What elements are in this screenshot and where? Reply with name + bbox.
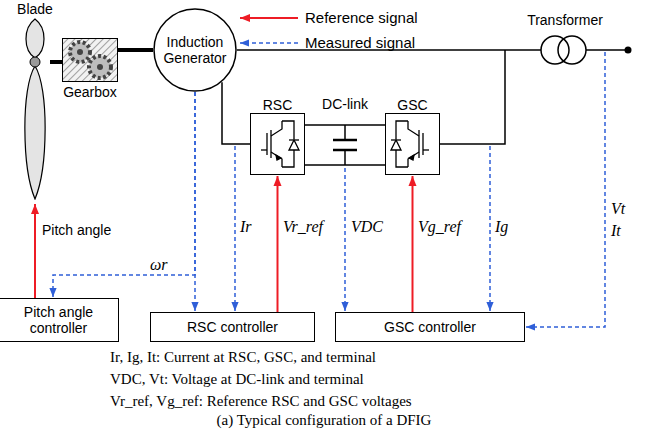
signal-label: Pitch angle	[42, 222, 111, 238]
gsc-wire	[440, 50, 505, 144]
transformer-winding	[541, 36, 569, 64]
blade: Blade	[20, 18, 50, 200]
legend-sample-line	[240, 17, 298, 19]
shaft	[50, 60, 62, 64]
signal-label: Vt	[611, 200, 625, 218]
rotor-wire	[222, 82, 250, 144]
gearbox: Gearbox	[62, 38, 118, 82]
capacitor-lead	[344, 150, 346, 165]
note: VDC, Vt: Voltage at DC-link and terminal	[110, 371, 364, 388]
part-label: Blade	[17, 1, 53, 17]
part-label: RSC	[263, 97, 293, 113]
node-text: Induction Generator	[157, 34, 233, 66]
caption: (a) Typical configuration of a DFIG	[217, 412, 432, 429]
measured-signal-arrow	[53, 92, 195, 297]
shaft	[118, 48, 153, 52]
blade-leaf	[26, 19, 44, 58]
igbt-symbol	[391, 121, 429, 167]
legend-text: Reference signal	[305, 9, 418, 26]
node-text: RSC controller	[187, 319, 278, 335]
controller-box: RSC controller	[150, 312, 315, 342]
signal-label: It	[611, 222, 621, 240]
blade-hub	[30, 57, 40, 67]
controller-box: Pitch angle controller	[0, 298, 119, 342]
note: Ir, Ig, It: Current at RSC, GSC, and ter…	[110, 349, 376, 366]
legend-text: Measured signal	[305, 34, 415, 51]
reference-signal-arrow	[34, 204, 36, 298]
signal-label: Ig	[495, 218, 508, 236]
gear	[89, 56, 111, 78]
part-label: Gearbox	[63, 84, 117, 100]
note: Vr_ref, Vg_ref: Reference RSC and GSC vo…	[110, 393, 412, 410]
legend-item: Reference signal	[305, 9, 418, 26]
part-label: DC-link	[322, 96, 368, 112]
generator-circle	[154, 9, 236, 91]
legend-sample-line	[240, 42, 298, 44]
measured-signal-line	[344, 168, 346, 311]
controller-box: GSC controller	[335, 312, 525, 342]
legend-item: Measured signal	[305, 34, 415, 51]
part-label: Transformer	[527, 12, 603, 28]
node-text: GSC controller	[384, 319, 476, 335]
converter-box: RSC	[250, 113, 305, 175]
reference-signal-arrow	[412, 176, 414, 312]
blade-leaf	[25, 66, 45, 199]
generator-circle: Induction Generator	[153, 8, 237, 92]
signal-label: Vg_ref	[418, 218, 461, 236]
grid-terminal	[625, 47, 632, 54]
measured-signal-line	[489, 146, 491, 311]
signal-label: VDC	[351, 218, 383, 236]
signal-label: Ir	[240, 218, 252, 236]
measured-signal-arrow	[194, 92, 196, 311]
gear	[70, 42, 90, 62]
capacitor-plate	[333, 139, 357, 142]
measured-signal-line	[234, 146, 236, 311]
gear-axle	[77, 49, 83, 55]
measured-signal-line	[526, 52, 605, 327]
transformer-winding	[558, 36, 586, 64]
converter-box: GSC	[385, 113, 440, 175]
capacitor-lead	[344, 125, 346, 140]
signal-label: ωr	[150, 256, 168, 274]
grid-line	[586, 49, 625, 51]
gear-axle	[97, 64, 103, 70]
node-text: Pitch angle controller	[0, 304, 118, 336]
gearbox-hatch	[62, 38, 118, 82]
reference-signal-arrow	[277, 176, 279, 312]
signal-label: Vr_ref	[283, 218, 323, 236]
blade-outline	[20, 18, 50, 200]
part-label: GSC	[397, 97, 427, 113]
igbt-symbol	[261, 121, 299, 167]
